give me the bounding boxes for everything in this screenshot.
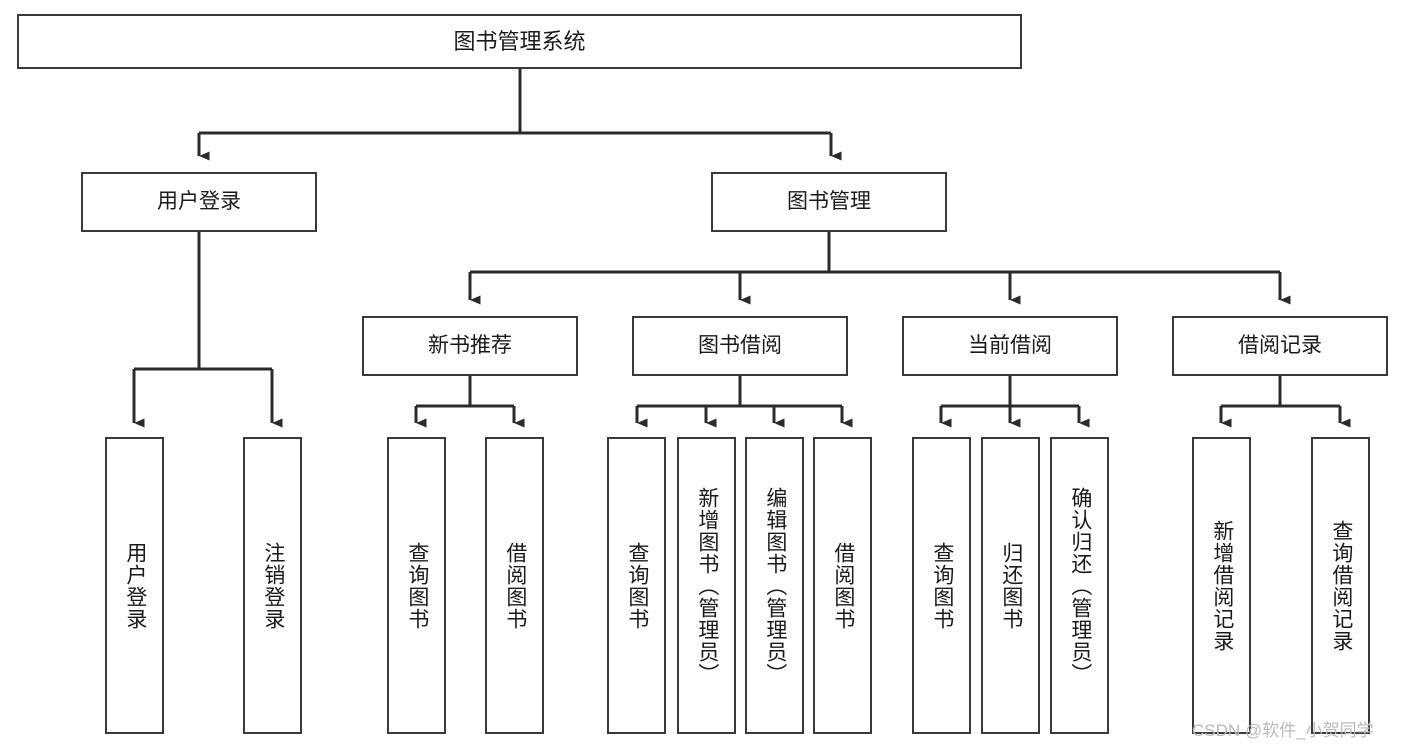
node-book-borrow[interactable]: 图书借阅: [632, 316, 848, 376]
node-leaf-borrow-book-rec[interactable]: 借阅图书: [485, 437, 544, 734]
node-leaf-return-book-label: 归还图书: [999, 541, 1023, 630]
node-leaf-confirm-return-label: 确认归还（管理员）: [1068, 486, 1092, 685]
node-leaf-user-logout-label: 注销登录: [261, 541, 285, 630]
node-leaf-edit-book-label: 编辑图书（管理员）: [763, 486, 787, 685]
watermark: CSDN @软件_小贺同学: [1192, 721, 1374, 740]
node-leaf-confirm-return[interactable]: 确认归还（管理员）: [1050, 437, 1109, 734]
node-leaf-borrow-book-rec-label: 借阅图书: [503, 541, 527, 630]
node-leaf-query-record-label: 查询借阅记录: [1329, 519, 1353, 652]
node-root-label: 图书管理系统: [453, 28, 586, 54]
node-leaf-edit-book[interactable]: 编辑图书（管理员）: [745, 437, 804, 734]
node-current-borrow[interactable]: 当前借阅: [902, 316, 1118, 376]
node-leaf-borrow-book[interactable]: 借阅图书: [813, 437, 872, 734]
node-leaf-query-book-cur[interactable]: 查询图书: [912, 437, 971, 734]
node-new-book-rec[interactable]: 新书推荐: [362, 316, 578, 376]
node-leaf-query-book-cur-label: 查询图书: [930, 541, 954, 630]
node-leaf-add-record-label: 新增借阅记录: [1210, 519, 1234, 652]
node-current-borrow-label: 当前借阅: [968, 333, 1052, 357]
node-leaf-query-book-rec[interactable]: 查询图书: [387, 437, 446, 734]
node-book-manage[interactable]: 图书管理: [711, 172, 947, 232]
node-borrow-record[interactable]: 借阅记录: [1172, 316, 1388, 376]
node-leaf-add-record[interactable]: 新增借阅记录: [1192, 437, 1251, 734]
node-user-login[interactable]: 用户登录: [81, 172, 317, 232]
node-leaf-user-logout[interactable]: 注销登录: [243, 437, 302, 734]
node-leaf-query-book-borrow-label: 查询图书: [625, 541, 649, 630]
node-root[interactable]: 图书管理系统: [17, 14, 1022, 69]
node-leaf-add-book-label: 新增图书（管理员）: [695, 486, 719, 685]
node-leaf-query-record[interactable]: 查询借阅记录: [1311, 437, 1370, 734]
node-leaf-query-book-borrow[interactable]: 查询图书: [607, 437, 666, 734]
node-book-manage-label: 图书管理: [787, 189, 871, 213]
node-leaf-add-book[interactable]: 新增图书（管理员）: [677, 437, 736, 734]
node-leaf-query-book-rec-label: 查询图书: [405, 541, 429, 630]
node-user-login-label: 用户登录: [157, 189, 241, 213]
node-book-borrow-label: 图书借阅: [698, 333, 782, 357]
node-new-book-rec-label: 新书推荐: [428, 333, 512, 357]
node-borrow-record-label: 借阅记录: [1238, 333, 1322, 357]
node-leaf-user-login[interactable]: 用户登录: [105, 437, 164, 734]
node-leaf-borrow-book-label: 借阅图书: [831, 541, 855, 630]
node-leaf-user-login-label: 用户登录: [123, 541, 147, 630]
node-leaf-return-book[interactable]: 归还图书: [981, 437, 1040, 734]
